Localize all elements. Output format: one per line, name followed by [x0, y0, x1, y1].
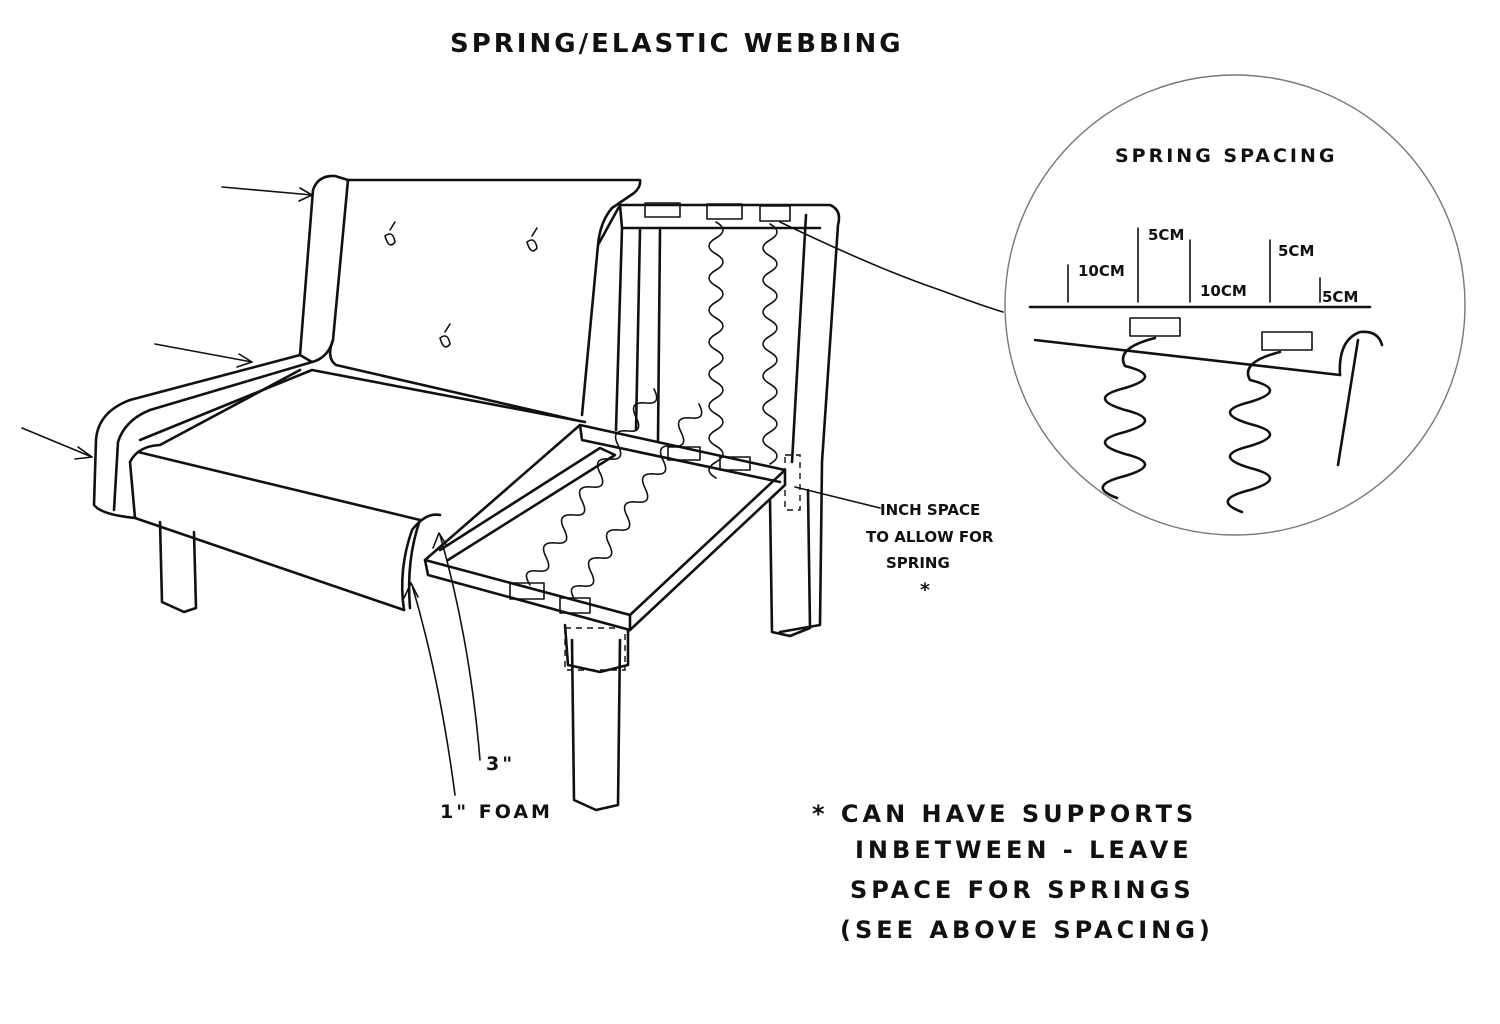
spring-spacing-detail: [1004, 74, 1466, 536]
space-note-leader: [794, 486, 881, 509]
foam-3-inch-label: 3": [486, 753, 515, 775]
foam-leaders: [403, 532, 481, 796]
footnote-line-4: (SEE ABOVE SPACING): [840, 916, 1214, 944]
drawing-title: SPRING/ELASTIC WEBBING: [450, 29, 904, 59]
back-frame: [596, 202, 841, 634]
seat-frame: [423, 388, 801, 674]
detail-title: SPRING SPACING: [1115, 145, 1338, 167]
space-note-line-2: TO ALLOW FOR: [866, 528, 994, 546]
dim-5cm-left: 5CM: [1148, 226, 1184, 244]
dim-10cm-right: 10CM: [1200, 282, 1247, 300]
footnote-line-1: * CAN HAVE SUPPORTS: [812, 800, 1197, 828]
sofa-legs: [158, 488, 812, 812]
foam-1-inch-label: 1" FOAM: [440, 801, 553, 823]
space-note-asterisk: *: [920, 579, 933, 601]
footnote-line-2: INBETWEEN - LEAVE: [855, 836, 1193, 864]
space-note-line-3: SPRING: [886, 554, 950, 572]
pointer-arrows: [21, 186, 313, 460]
dim-5cm-edge: 5CM: [1322, 288, 1358, 306]
footnote-line-3: SPACE FOR SPRINGS: [850, 876, 1195, 904]
detail-leader: [779, 221, 1004, 313]
dim-5cm-right: 5CM: [1278, 242, 1314, 260]
dim-10cm-left: 10CM: [1078, 262, 1125, 280]
space-note-line-1: INCH SPACE: [880, 501, 980, 519]
sofa-back: [298, 174, 642, 422]
sofa-seat: [92, 353, 587, 612]
